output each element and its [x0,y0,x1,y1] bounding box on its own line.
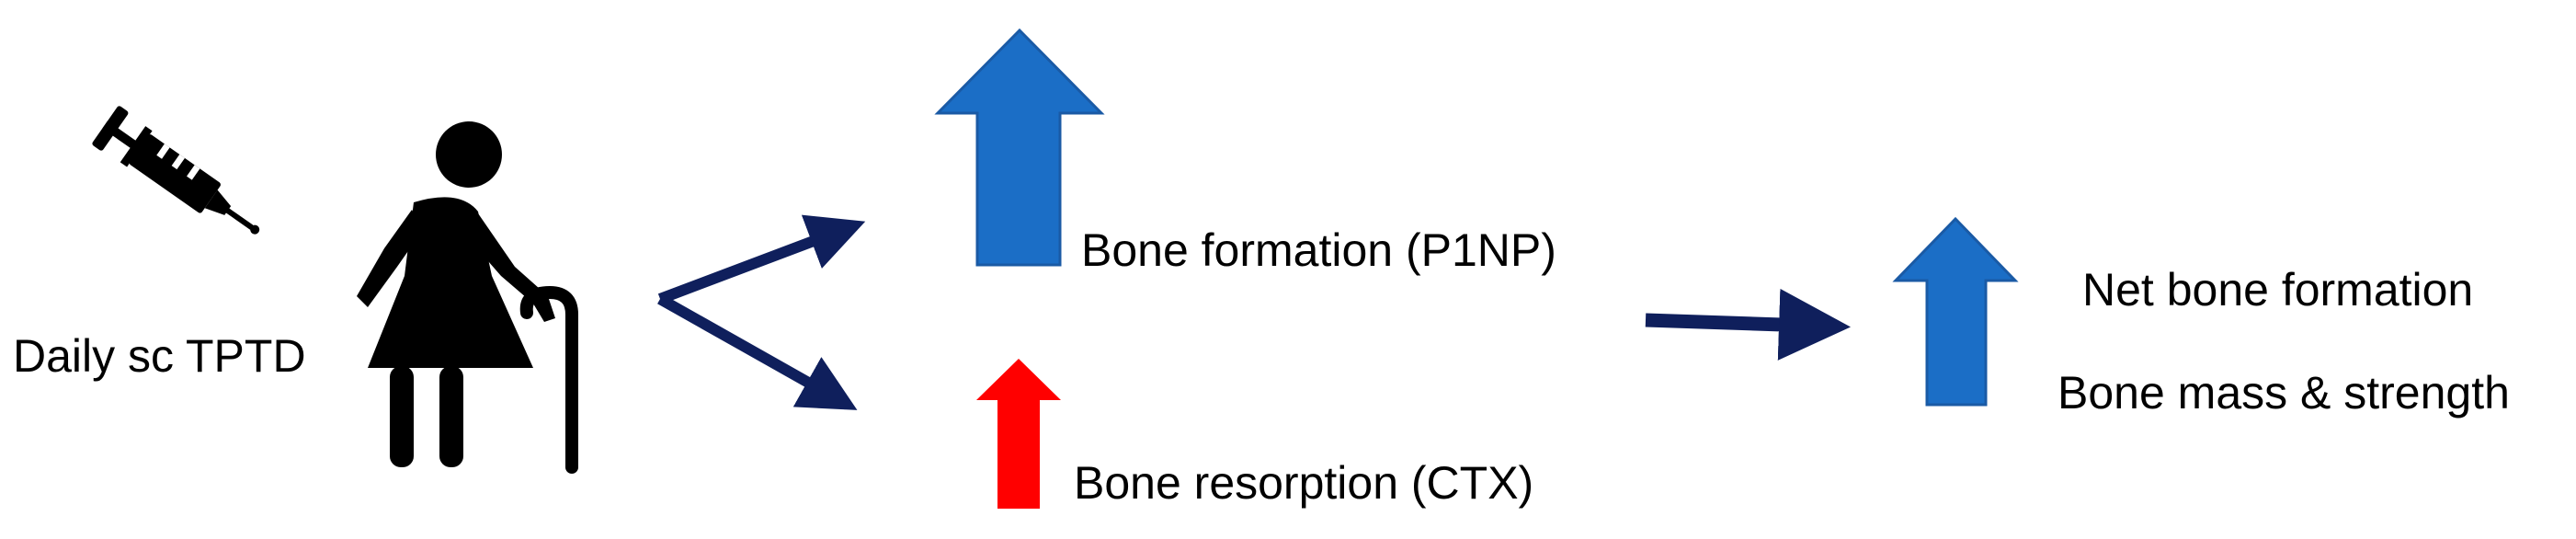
bone-mass-strength-label: Bone mass & strength [2057,367,2510,419]
elderly-woman-with-cane-icon [357,121,555,467]
formation-increase-arrow-icon [934,28,1105,267]
treatment-label: Daily sc TPTD [13,330,306,382]
syringe-icon [92,106,260,235]
bone-formation-label: Bone formation (P1NP) [1081,224,1556,276]
resorption-increase-arrow-icon [976,359,1061,509]
net-formation-increase-arrow-icon [1892,216,2019,407]
cane-icon [519,285,578,474]
arrow-to-formation [657,214,866,304]
net-bone-formation-label: Net bone formation [2082,264,2474,315]
arrow-to-resorption [657,293,858,410]
arrow-to-net-outcome [1645,288,1851,361]
bone-resorption-label: Bone resorption (CTX) [1074,457,1534,509]
